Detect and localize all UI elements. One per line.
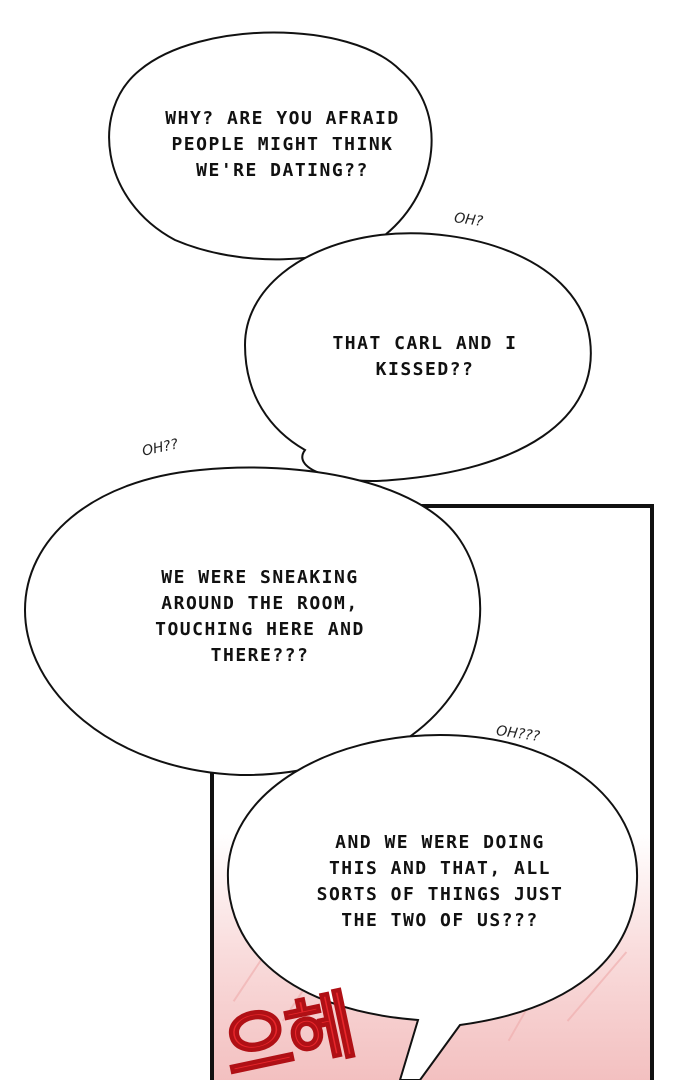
speech-bubble-4	[226, 733, 639, 1080]
speech-text-1: WHY? ARE YOU AFRAID PEOPLE MIGHT THINK W…	[165, 108, 400, 181]
speech-text-4: AND WE WERE DOING THIS AND THAT, ALL SOR…	[316, 832, 564, 931]
speech-bubble-3	[23, 466, 482, 777]
speech-text-2: THAT CARL AND I KISSED??	[332, 333, 518, 380]
speech-text-3: WE WERE SNEAKING AROUND THE ROOM, TOUCHI…	[155, 567, 365, 666]
speech-bubble-1	[108, 31, 433, 261]
speech-bubble-2	[243, 232, 592, 482]
